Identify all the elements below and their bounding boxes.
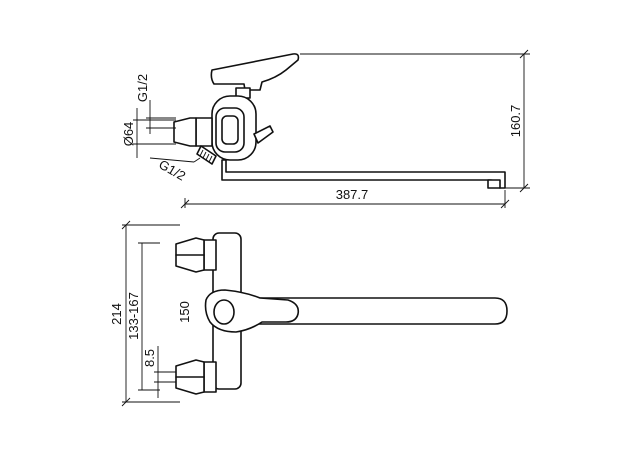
- front-upper-nut: [203, 239, 217, 271]
- front-lower-nut: [203, 361, 217, 393]
- side-handle-lever: [210, 53, 300, 91]
- label-offset: 8.5: [142, 349, 157, 367]
- front-spout: [239, 297, 508, 325]
- label-side-height: 160.7: [508, 105, 523, 138]
- front-view: [175, 232, 508, 395]
- label-center-distance: 150: [177, 301, 192, 323]
- side-connection-nut: [195, 117, 213, 147]
- front-dimensions: [121, 220, 200, 407]
- label-total-height: 214: [109, 303, 124, 325]
- label-diameter: Ø64: [121, 122, 136, 147]
- label-thread-top: G1/2: [135, 74, 150, 102]
- side-view: [173, 53, 506, 189]
- label-spout-length: 387.7: [336, 187, 369, 202]
- side-diverter-button: [253, 125, 274, 144]
- side-body-window-inner: [221, 115, 239, 145]
- side-dimensions: [133, 49, 530, 209]
- side-eccentric-thread: [196, 145, 217, 165]
- front-handle-cap: [213, 299, 235, 325]
- side-wall-flange: [173, 117, 197, 147]
- label-center-range: 133-167: [126, 292, 141, 340]
- side-aerator: [487, 179, 501, 189]
- side-spout: [221, 159, 506, 189]
